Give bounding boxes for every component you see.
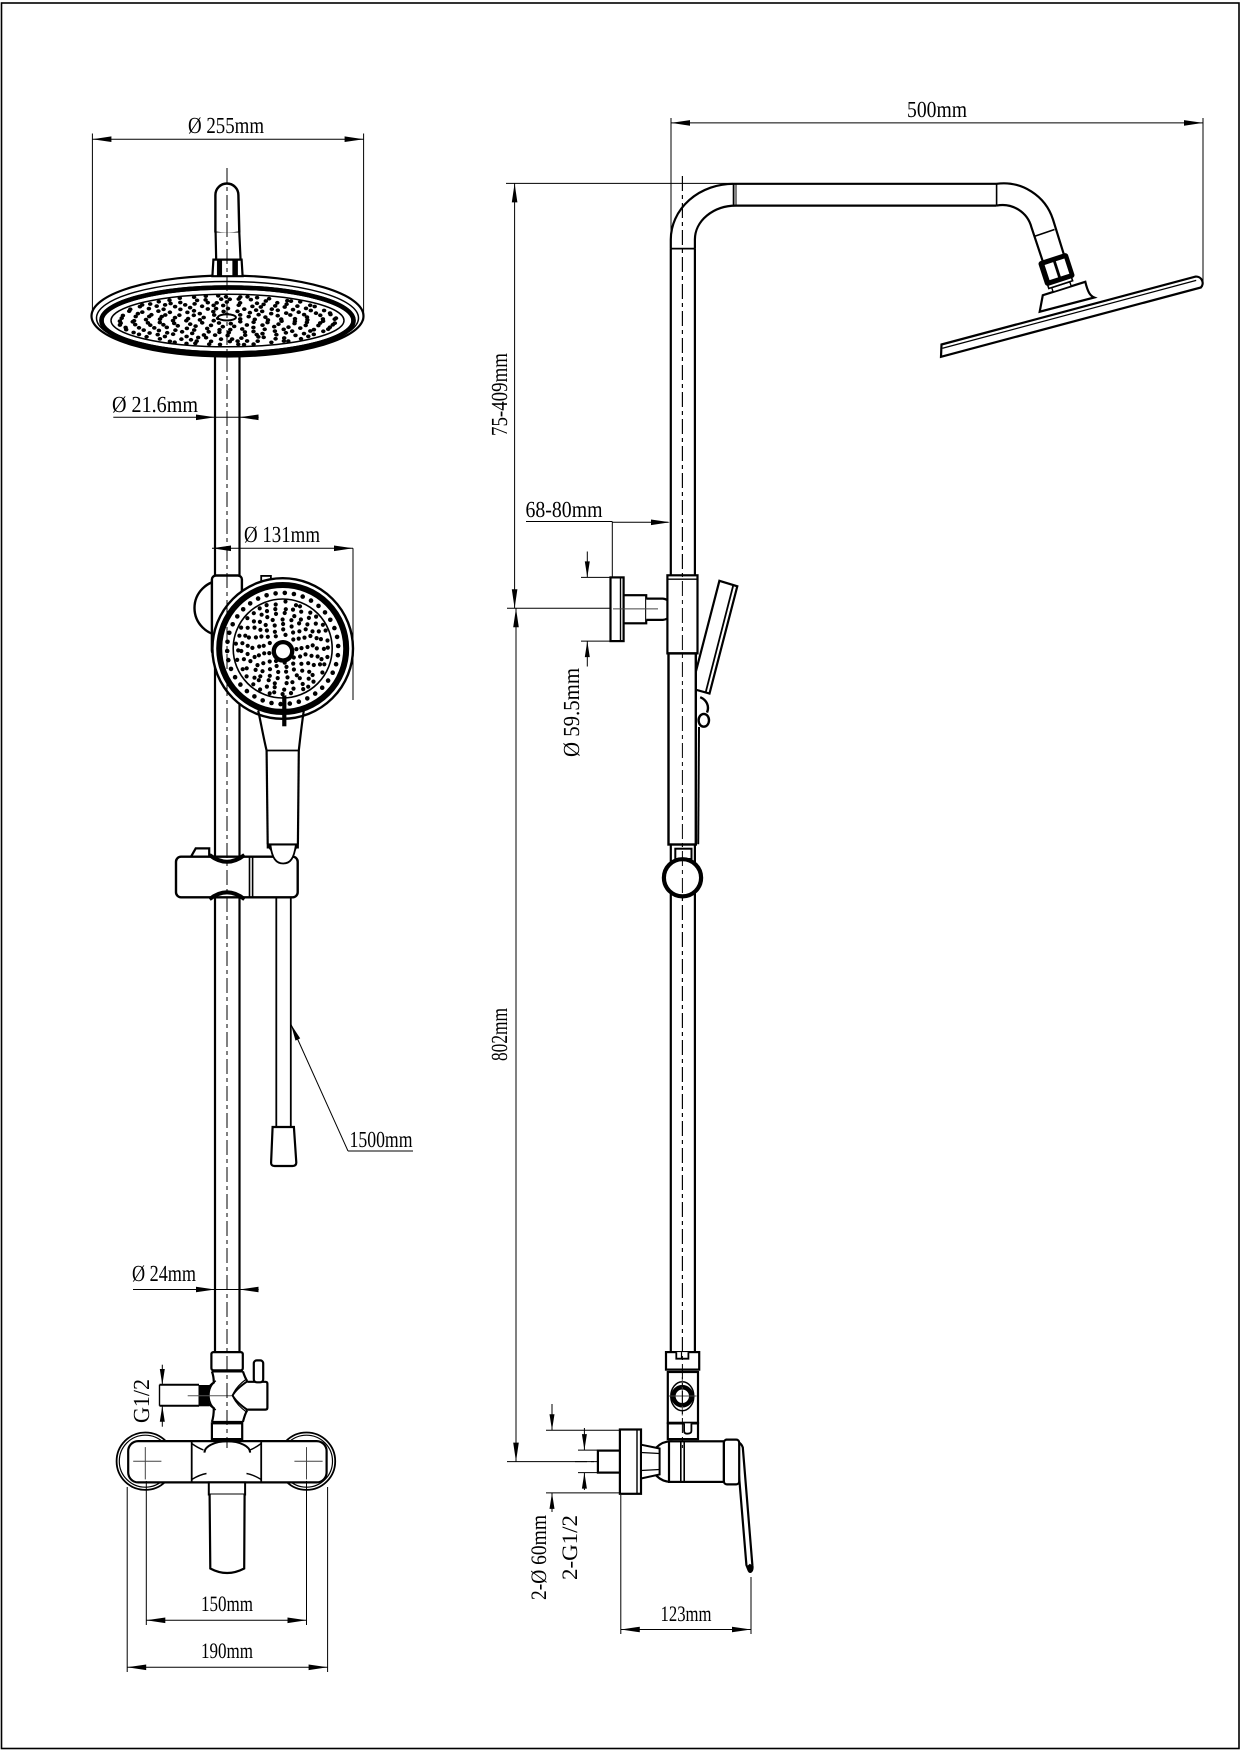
svg-text:G1/2: G1/2	[129, 1379, 154, 1423]
svg-text:123mm: 123mm	[661, 1601, 712, 1626]
svg-text:1500mm: 1500mm	[350, 1127, 413, 1152]
svg-text:190mm: 190mm	[201, 1638, 253, 1663]
svg-text:75-409mm: 75-409mm	[487, 353, 512, 436]
svg-text:Ø 255mm: Ø 255mm	[188, 113, 264, 138]
svg-text:Ø 59.5mm: Ø 59.5mm	[559, 668, 584, 757]
svg-text:802mm: 802mm	[487, 1008, 512, 1061]
svg-text:150mm: 150mm	[201, 1591, 253, 1616]
svg-text:2-G1/2: 2-G1/2	[557, 1515, 582, 1580]
svg-text:Ø 21.6mm: Ø 21.6mm	[112, 392, 198, 417]
svg-text:500mm: 500mm	[907, 97, 967, 122]
svg-text:68-80mm: 68-80mm	[526, 497, 603, 522]
svg-text:2-Ø 60mm: 2-Ø 60mm	[526, 1515, 551, 1600]
svg-text:Ø 131mm: Ø 131mm	[244, 522, 320, 547]
svg-text:Ø 24mm: Ø 24mm	[132, 1261, 196, 1286]
